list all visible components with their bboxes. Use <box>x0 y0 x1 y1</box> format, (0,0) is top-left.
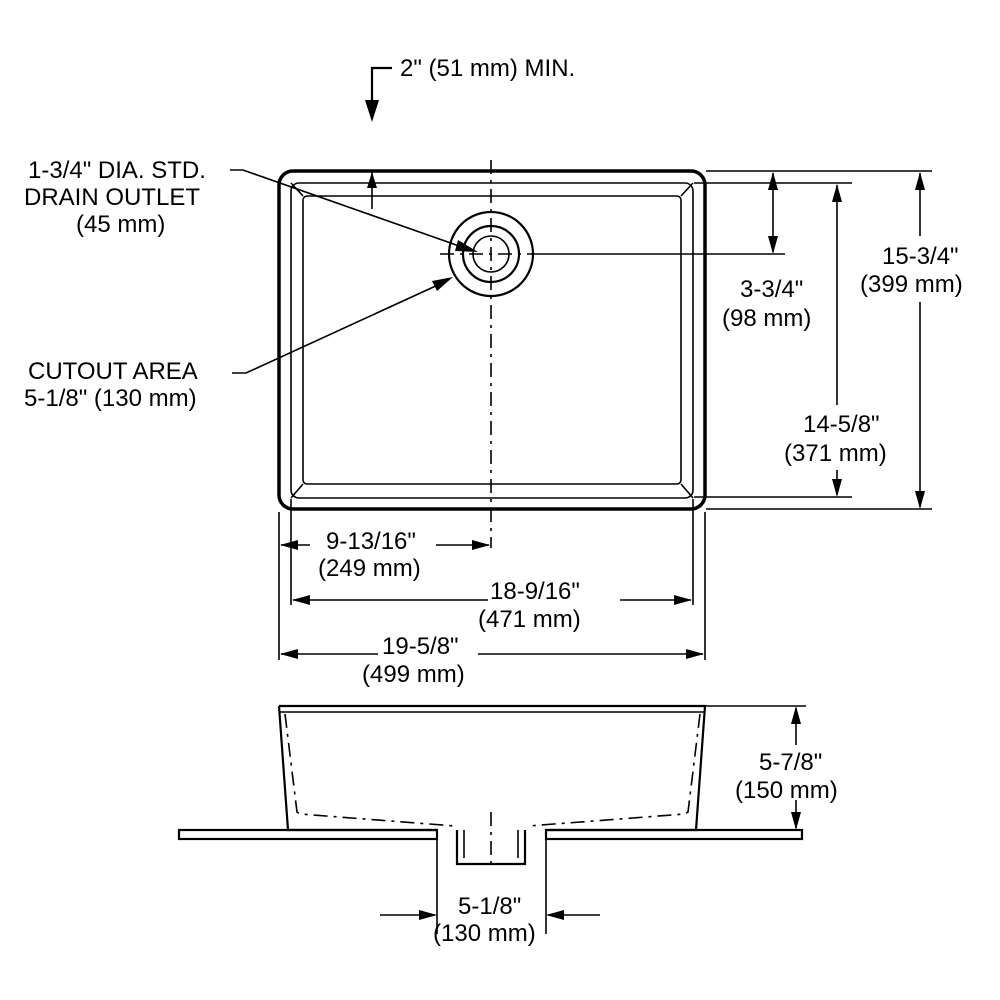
min-clearance-callout: 2" (51 mm) MIN. <box>365 55 575 209</box>
overall-width-dimension: 19-5/8" (499 mm) <box>280 633 704 688</box>
overall-depth-mm: (399 mm) <box>860 271 963 298</box>
sink-bowl-outer <box>290 182 694 499</box>
sink-outer-rim <box>277 169 707 511</box>
bowl-width-dimension: 18-9/16" (471 mm) <box>292 578 692 633</box>
overall-width-in: 19-5/8" <box>382 633 459 660</box>
cutout-area-label-1: CUTOUT AREA <box>28 358 198 385</box>
drain-offset-in: 3-3/4" <box>740 276 803 303</box>
height-dimension: 5-7/8" (150 mm) <box>706 705 838 830</box>
drain-outlet-label-3: (45 mm) <box>76 211 165 238</box>
bowl-width-in: 18-9/16" <box>490 578 580 605</box>
countertop-right <box>544 828 804 841</box>
overall-depth-in: 15-3/4" <box>882 243 959 270</box>
bowl-depth-dimension: 14-5/8" (371 mm) <box>694 182 887 498</box>
drain-outlet-label-1: 1-3/4" DIA. STD. <box>28 157 206 184</box>
sink-bowl-inner <box>302 195 682 485</box>
half-width-dimension: 9-13/16" (249 mm) <box>280 528 490 582</box>
half-width-in: 9-13/16" <box>326 528 416 555</box>
drain-offset-mm: (98 mm) <box>722 305 811 332</box>
min-clearance-label: 2" (51 mm) MIN. <box>400 55 575 82</box>
drain-outlet-callout: 1-3/4" DIA. STD. DRAIN OUTLET (45 mm) <box>24 157 478 252</box>
base-cutout-dimension: 5-1/8" (130 mm) <box>380 840 600 947</box>
drain-outlet-label-2: DRAIN OUTLET <box>24 184 200 211</box>
countertop <box>177 828 439 841</box>
base-cutout-in: 5-1/8" <box>458 893 521 920</box>
bowl-depth-mm: (371 mm) <box>784 440 887 467</box>
cutout-area-callout: CUTOUT AREA 5-1/8" (130 mm) <box>24 277 453 412</box>
height-in: 5-7/8" <box>759 749 822 776</box>
overall-width-mm: (499 mm) <box>362 661 465 688</box>
overall-depth-dimension: 15-3/4" (399 mm) <box>706 172 963 510</box>
width-extension-lines <box>278 499 706 660</box>
side-view <box>177 704 804 870</box>
base-cutout-mm: (130 mm) <box>433 920 536 947</box>
top-view <box>277 160 785 548</box>
bowl-width-mm: (471 mm) <box>478 606 581 633</box>
height-mm: (150 mm) <box>735 777 838 804</box>
cutout-area-label-2: 5-1/8" (130 mm) <box>24 385 197 412</box>
basin-profile <box>277 704 707 832</box>
half-width-mm: (249 mm) <box>318 555 421 582</box>
bowl-depth-in: 14-5/8" <box>803 411 880 438</box>
drain-offset-dimension: 3-3/4" (98 mm) <box>706 170 932 332</box>
